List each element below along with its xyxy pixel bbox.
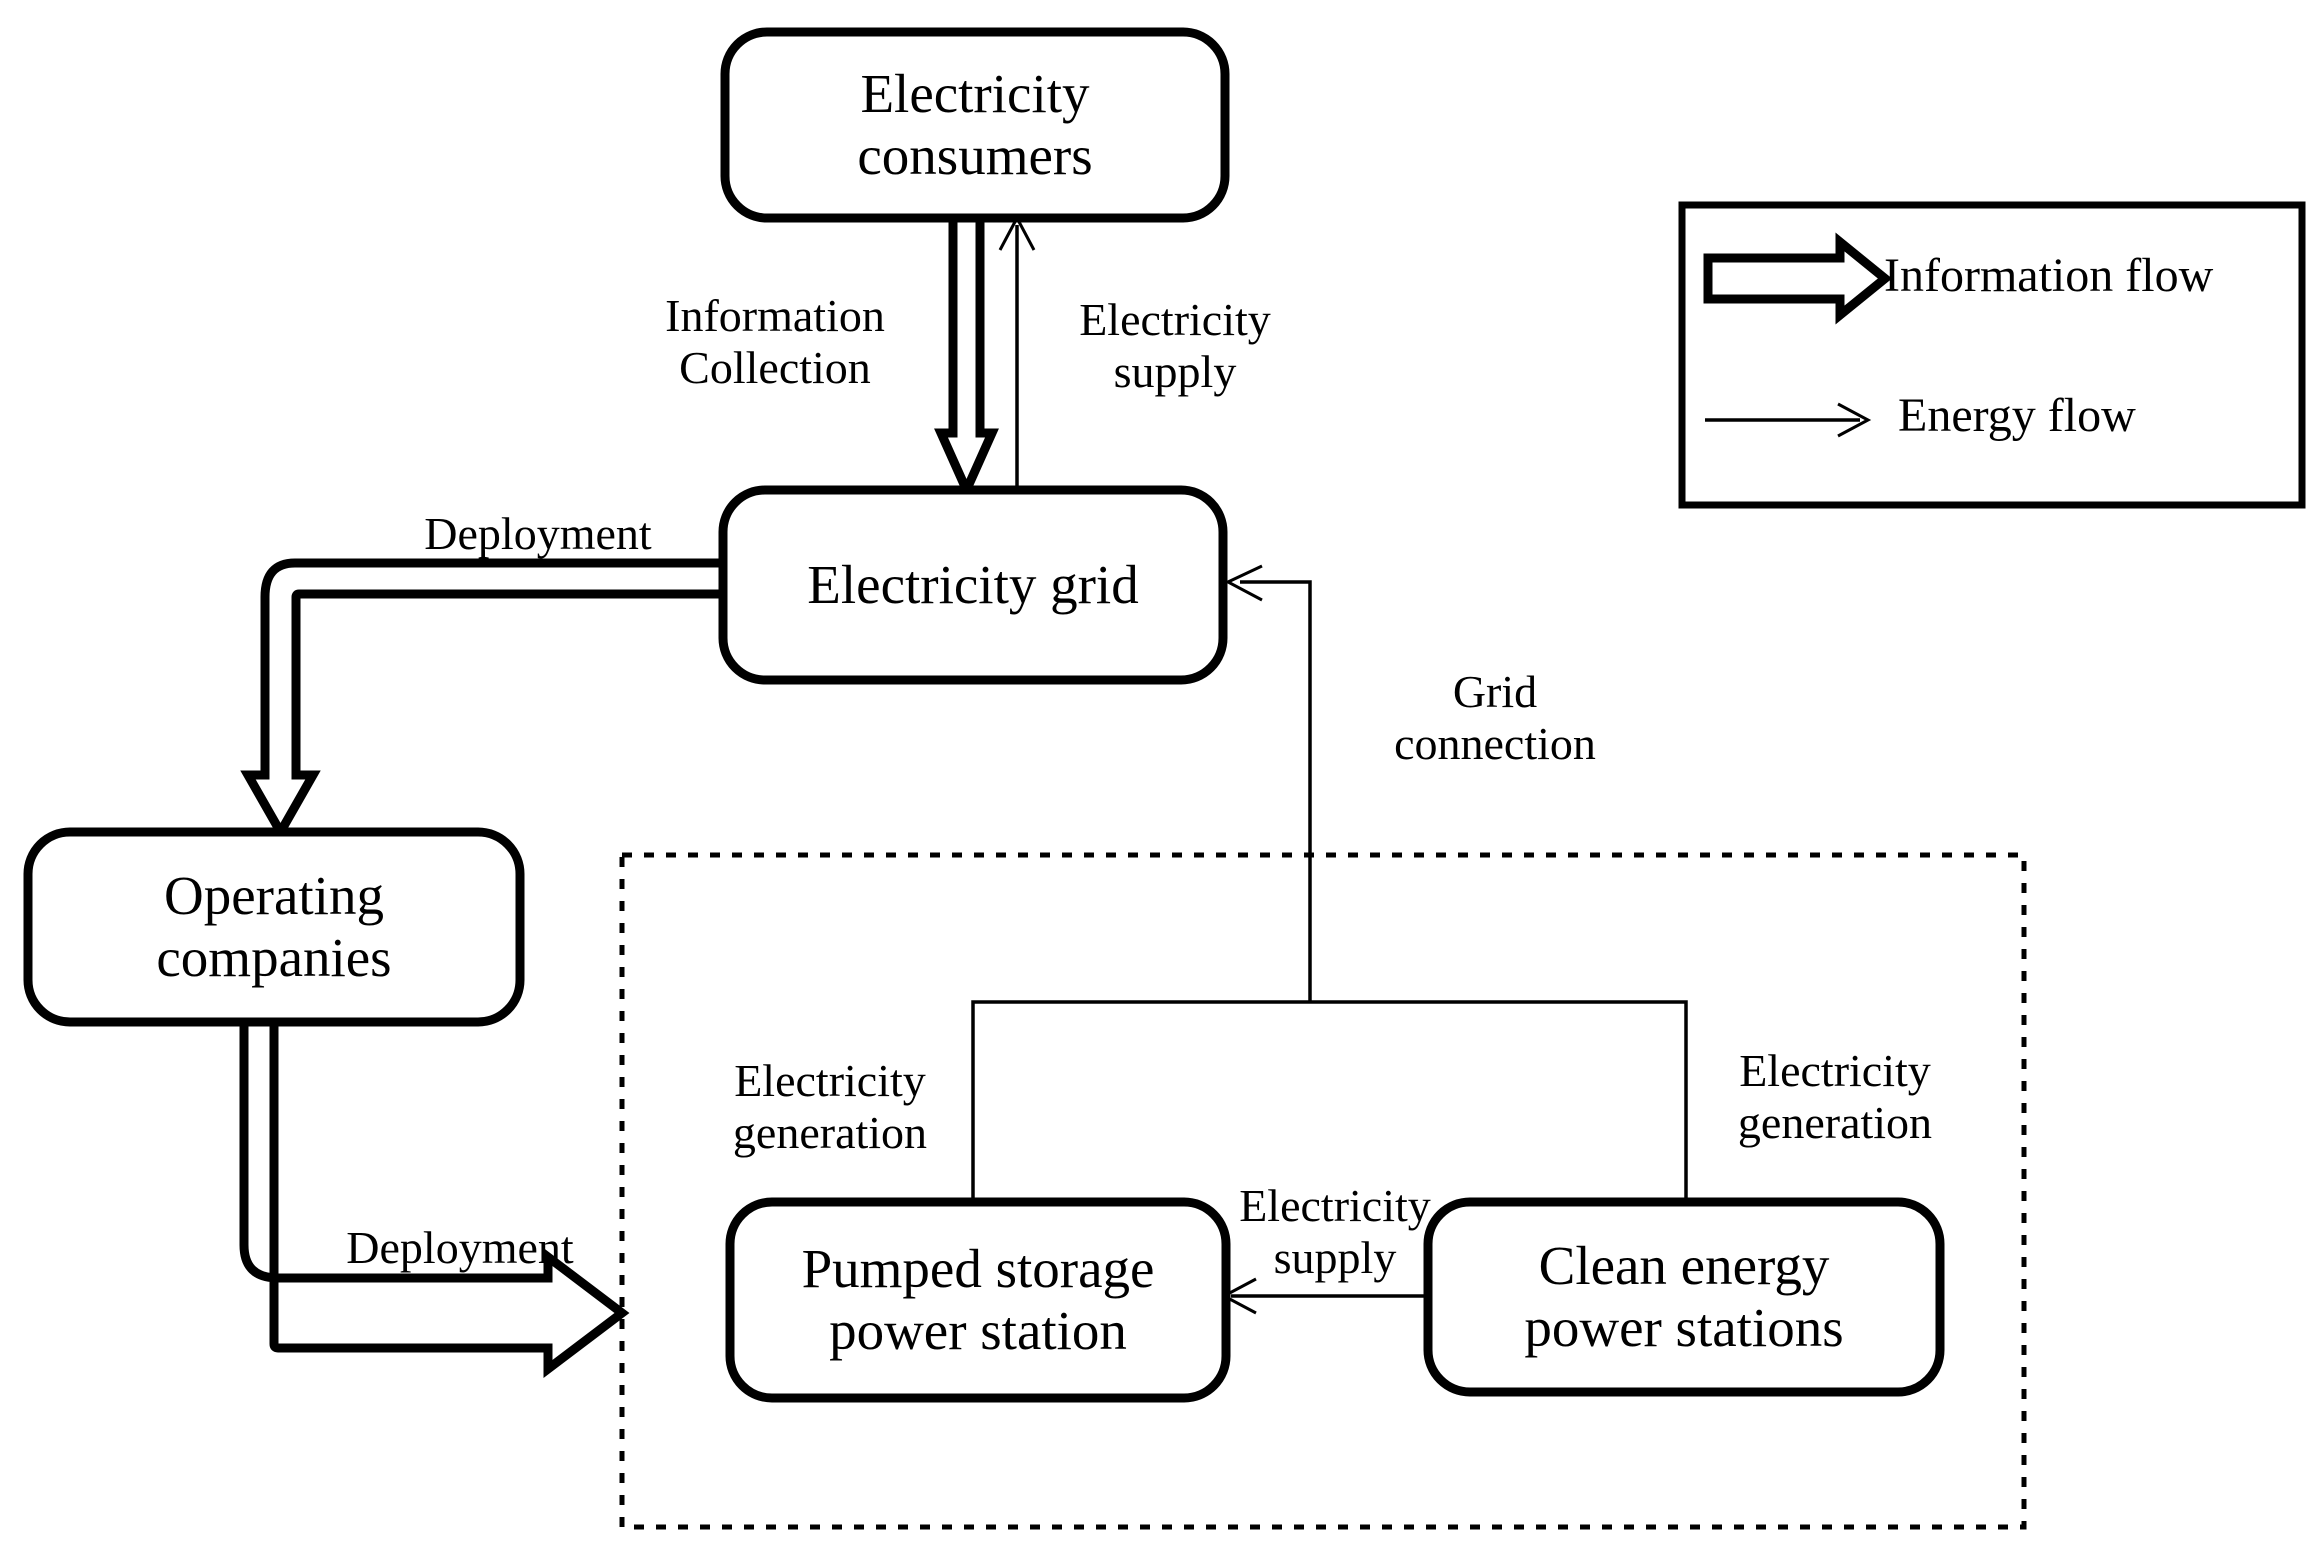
edge-deployment-to-power-stations — [239, 1017, 630, 1379]
edge-label-information-collection: Information Collection — [665, 290, 885, 393]
edge-electricity-supply-between-stations — [1220, 1277, 1428, 1315]
edge-label-electricity-supply-between-stations: Electricity supply — [1239, 1180, 1431, 1283]
edge-label-deployment-to-power-stations: Deployment — [346, 1222, 574, 1273]
edge-label-electricity-generation-right: Electricity generation — [1737, 1045, 1933, 1148]
legend-item-energy-flow-label: Energy flow — [1898, 389, 2136, 442]
node-electricity-consumers-box[interactable] — [720, 27, 1230, 223]
edge-deployment-to-operating-companies — [240, 558, 728, 842]
edge-label-deployment-to-operating-companies: Deployment — [424, 508, 652, 559]
legend-information-flow-icon — [1703, 232, 1893, 325]
edge-electricity-generation-right — [1310, 1000, 1688, 1202]
legend-item-information-flow-label: Information flow — [1884, 249, 2214, 302]
legend-energy-flow-icon — [1705, 402, 1872, 438]
edge-grid-connection — [1224, 564, 1312, 1002]
node-pumped-storage-power-station-box[interactable] — [725, 1197, 1231, 1403]
power-station-group-box — [619, 852, 2027, 1530]
node-operating-companies-box[interactable] — [23, 827, 525, 1027]
edge-label-electricity-generation-left: Electricity generation — [732, 1055, 928, 1158]
edge-label-electricity-supply-to-consumers: Electricity supply — [1079, 294, 1271, 397]
node-clean-energy-power-stations-box[interactable] — [1423, 1197, 1945, 1397]
edge-label-grid-connection: Grid connection — [1394, 666, 1596, 769]
edge-information-collection — [934, 213, 999, 502]
edge-electricity-generation-left — [971, 1000, 1310, 1202]
edge-electricity-supply-to-consumers — [998, 214, 1036, 490]
node-electricity-grid-box[interactable] — [718, 485, 1228, 685]
